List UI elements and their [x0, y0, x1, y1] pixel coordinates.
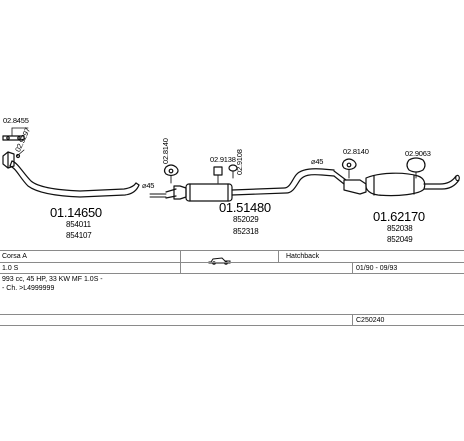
divider — [180, 250, 181, 273]
part-number-front-pipe: 01.14650 — [50, 205, 102, 220]
gasket-icon — [2, 135, 25, 141]
vehicle-model: Corsa A — [2, 253, 27, 260]
alt-number: 852318 — [233, 227, 259, 236]
ref-rear-clamp: 02.9063 — [405, 149, 431, 158]
alt-number: 852049 — [387, 235, 413, 244]
chassis-range: - Ch. >L4999999 — [2, 285, 55, 292]
rubber-ring-icon — [228, 164, 238, 179]
ref-hanger-1: 02.8140 — [161, 138, 170, 164]
info-row: 993 cc, 45 HP, 33 KW MF 1.0S - — [0, 273, 464, 285]
exhaust-diagram: 02.8455 02.9297 02.8140 02.9138 02.9108 … — [2, 116, 460, 244]
part-number-rear-silencer: 01.62170 — [373, 209, 425, 224]
catalog-code: C250240 — [356, 317, 385, 324]
diameter-2: ⌀45 — [311, 157, 324, 166]
front-pipe — [9, 160, 140, 198]
info-row: C250240 — [0, 314, 464, 326]
info-row: - Ch. >L4999999 — [0, 283, 464, 294]
ref-clip: 02.9138 — [210, 155, 236, 164]
diameter-1: ⌀45 — [142, 181, 155, 190]
body-type: Hatchback — [286, 253, 320, 260]
part-number-middle-silencer: 01.51480 — [219, 200, 271, 215]
alt-number: 852038 — [387, 224, 413, 233]
alt-number: 852029 — [233, 215, 259, 224]
alt-number: 854011 — [66, 220, 91, 229]
info-row: Corsa A Hatchback — [0, 250, 464, 265]
divider — [352, 262, 353, 273]
info-row-bottom — [0, 325, 464, 326]
ref-ring: 02.9108 — [235, 149, 244, 175]
info-row: 1.0 S 01/90 - 09/93 — [0, 262, 464, 274]
rear-hanger-icon — [341, 158, 357, 179]
middle-silencer — [165, 168, 335, 202]
engine-spec: 993 cc, 45 HP, 33 KW MF 1.0S - — [2, 276, 103, 283]
engine-code: 1.0 S — [2, 265, 19, 272]
production-years: 01/90 - 09/93 — [356, 265, 398, 272]
rubber-hanger-icon — [163, 164, 179, 184]
ref-hanger-2: 02.8140 — [343, 147, 369, 156]
ref-gasket: 02.8455 — [3, 116, 29, 125]
exhaust-drawing — [2, 127, 460, 202]
divider — [278, 250, 279, 262]
alt-number: 854107 — [66, 231, 92, 240]
hanger-clip-icon — [213, 166, 223, 184]
clamp-icon — [149, 193, 167, 198]
vehicle-info-table: Corsa A Hatchback 1.0 S 01/90 - 09/93 99… — [0, 250, 464, 326]
flange-icon — [2, 151, 21, 169]
rear-silencer — [333, 170, 460, 197]
divider — [352, 314, 353, 325]
